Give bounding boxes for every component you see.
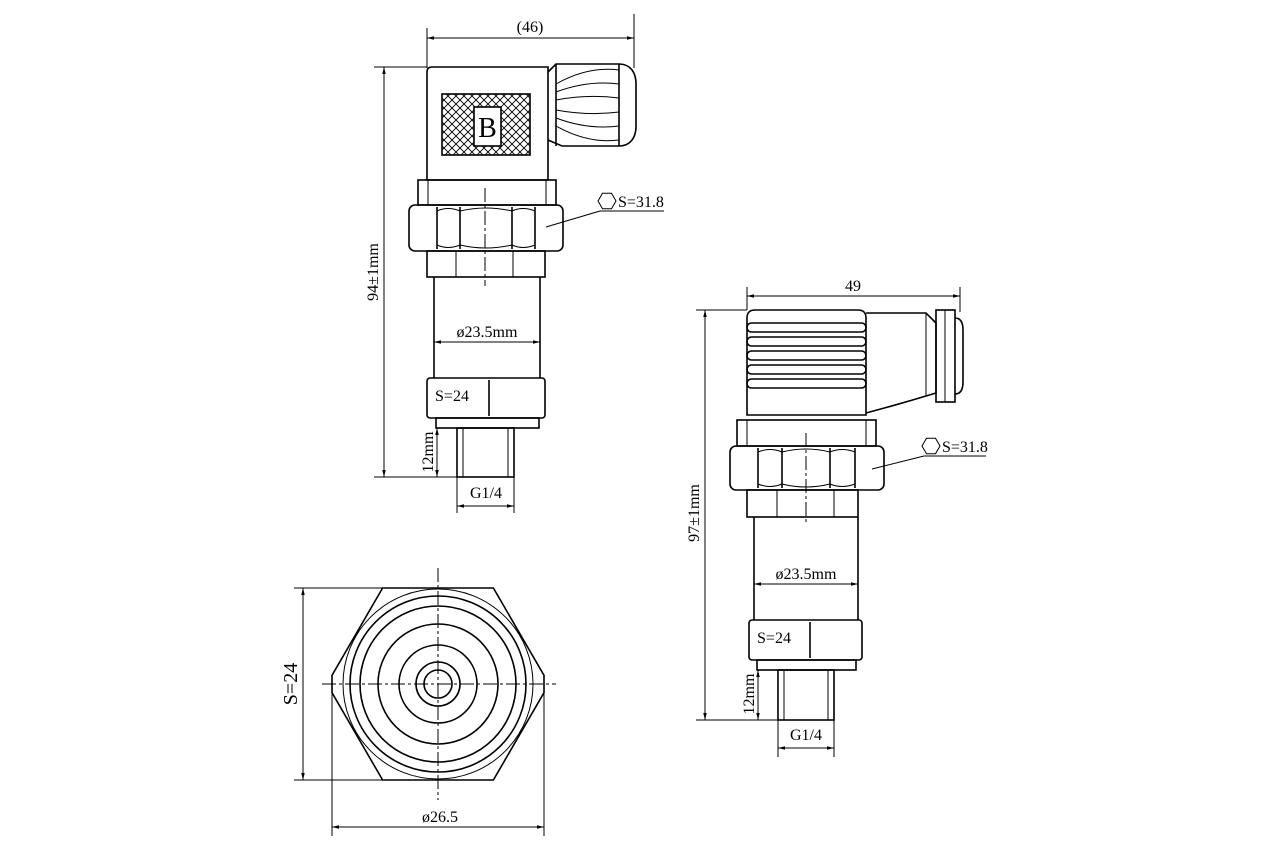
body-diameter-label: ø23.5mm xyxy=(457,324,518,341)
front-width-label: (46) xyxy=(517,19,544,36)
hexagon-symbol-icon xyxy=(921,437,941,455)
housing-groove xyxy=(746,322,867,333)
gland-rib xyxy=(555,82,620,93)
side-hex-callout: S=31.8 xyxy=(871,437,988,470)
hex-chamfer-top xyxy=(757,448,856,453)
body-cylinder: ø23.5mm xyxy=(433,277,541,378)
thread-outline xyxy=(456,427,515,478)
hex-outline xyxy=(331,587,545,781)
side-small-hex: S=24 xyxy=(748,619,863,661)
gland-rib xyxy=(555,125,620,142)
thread-collar xyxy=(435,417,540,429)
connector-housing: B xyxy=(426,66,549,181)
label-box xyxy=(473,106,502,147)
thread-collar xyxy=(756,659,857,671)
side-threaded-neck xyxy=(746,489,859,518)
process-thread: G1/4 12mm xyxy=(420,417,540,513)
thread-label: G1/4 xyxy=(470,485,502,502)
collar-outline xyxy=(417,179,557,206)
gland-outline xyxy=(547,63,637,147)
hex-chamfer-top xyxy=(436,207,536,212)
leader-line xyxy=(871,455,925,470)
side-small-hex-label: S=24 xyxy=(757,630,791,647)
small-hex-label: S=24 xyxy=(435,388,469,405)
side-large-hex-nut xyxy=(729,445,885,491)
front-width-dimension: (46) xyxy=(426,14,635,68)
housing-outline xyxy=(746,309,867,416)
housing-groove xyxy=(746,378,867,389)
threaded-neck xyxy=(426,250,546,278)
side-width-dimension: 49 xyxy=(746,278,961,312)
neck-outline xyxy=(426,250,546,278)
hex-nut-outline xyxy=(729,445,885,491)
small-hex: S=24 xyxy=(426,377,546,419)
gland-rib xyxy=(555,117,620,128)
front-height-dimension: 94±1mm xyxy=(365,66,457,478)
housing-outline xyxy=(426,66,549,181)
side-height-label: 97±1mm xyxy=(686,484,703,542)
hex-chamfer-bottom xyxy=(436,244,536,249)
neck-outline xyxy=(746,489,859,518)
across-flats-label: S=24 xyxy=(280,663,302,705)
front-height-label: 94±1mm xyxy=(365,243,382,301)
front-hex-label: S=31.8 xyxy=(618,194,664,211)
side-body-cylinder: ø23.5mm xyxy=(753,517,859,620)
thread-length-label: 12mm xyxy=(420,431,437,472)
diameter-label: ø26.5 xyxy=(422,809,458,826)
side-width-label: 49 xyxy=(845,278,861,295)
side-body-diameter-label: ø23.5mm xyxy=(776,566,837,583)
front-view: (46) B xyxy=(365,14,664,513)
gland-rib xyxy=(555,68,620,85)
gland-cap xyxy=(954,317,964,395)
side-connector-housing xyxy=(746,309,867,416)
gland-rib xyxy=(555,95,620,101)
side-cable-gland xyxy=(865,309,964,414)
housing-groove xyxy=(746,350,867,361)
label-box-letter: B xyxy=(478,113,497,144)
large-hex-nut xyxy=(408,204,564,252)
gland-rib xyxy=(555,109,620,115)
side-thread-label: G1/4 xyxy=(790,727,822,744)
across-flats-dimension: S=24 xyxy=(280,587,382,781)
thread-outline xyxy=(777,669,835,721)
leader-line xyxy=(545,210,601,228)
side-view: 49 xyxy=(686,278,988,757)
front-hex-callout: S=31.8 xyxy=(545,192,664,228)
housing-groove xyxy=(746,364,867,375)
housing-groove xyxy=(746,336,867,347)
hexagon-symbol-icon xyxy=(597,192,617,210)
side-hex-label: S=31.8 xyxy=(942,439,988,456)
hex-nut-outline xyxy=(408,204,564,252)
side-process-thread: G1/4 12mm xyxy=(741,659,857,757)
end-view: S=24 ø26.5 xyxy=(280,568,556,836)
side-height-dimension: 97±1mm xyxy=(686,309,778,721)
side-thread-length-label: 12mm xyxy=(741,673,758,714)
cable-gland xyxy=(547,63,637,147)
upper-collar xyxy=(417,179,557,206)
diameter-dimension: ø26.5 xyxy=(331,692,545,836)
